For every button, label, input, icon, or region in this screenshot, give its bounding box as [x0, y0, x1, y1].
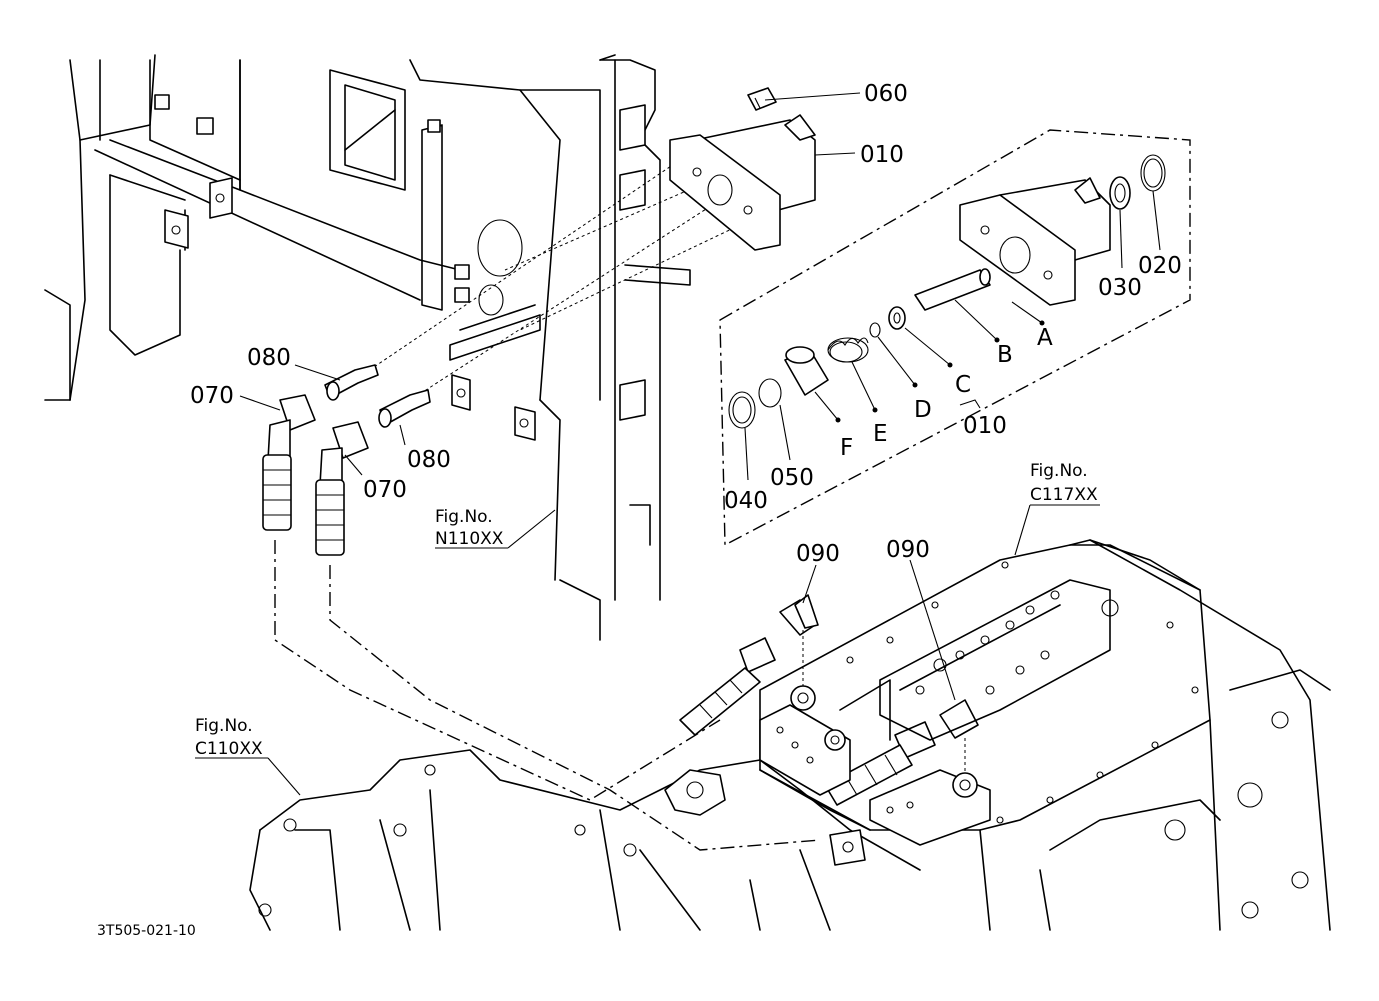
reference-leaders [195, 504, 1100, 796]
hose-070-left [262, 394, 316, 531]
cab-frame-structure [44, 54, 691, 641]
adapter-080-left [324, 364, 379, 401]
ring-030 [1109, 176, 1131, 210]
o-ring-050 [758, 378, 782, 408]
exploded-leaders [744, 92, 1161, 481]
fig-ref-n110-code: N110XX [435, 529, 504, 549]
part-label-020: 020 [1138, 253, 1182, 279]
fig-ref-c117-label: Fig.No. [1030, 461, 1088, 481]
part-label-050: 050 [770, 465, 814, 491]
exploded-view-box [719, 129, 1191, 547]
part-label-D: D [914, 397, 932, 423]
valve-010-assembled [669, 87, 816, 251]
part-label-070-right: 070 [363, 477, 407, 503]
part-label-080-right: 080 [407, 447, 451, 473]
part-label-060: 060 [864, 81, 908, 107]
spool-B [914, 268, 991, 311]
part-label-090-right: 090 [886, 537, 930, 563]
part-label-040: 040 [724, 488, 768, 514]
hose-070-right [315, 421, 369, 556]
fitting-090-right [824, 699, 979, 806]
spring-E [827, 337, 869, 363]
washer-C [888, 306, 906, 330]
snap-ring-040 [728, 391, 756, 429]
part-label-090-left: 090 [796, 541, 840, 567]
snap-ring-020 [1140, 154, 1166, 192]
adapter-080-right [378, 389, 431, 428]
part-label-A: A [1037, 325, 1053, 351]
fig-ref-c110-code: C110XX [195, 739, 263, 759]
part-label-E: E [873, 421, 888, 447]
hose-routing-lines [274, 540, 821, 851]
part-label-030: 030 [1098, 275, 1142, 301]
part-label-B: B [997, 342, 1013, 368]
part-label-C: C [955, 372, 971, 398]
leaders-090 [802, 559, 966, 773]
part-label-070-left: 070 [190, 383, 234, 409]
part-label-010-assembled: 010 [860, 142, 904, 168]
cap-F [784, 346, 829, 396]
ring-D [869, 322, 881, 338]
transmission-housing [249, 539, 1331, 931]
part-label-010-exploded: 010 [963, 413, 1007, 439]
fig-ref-n110-label: Fig.No. [435, 507, 493, 527]
fitting-090-left [679, 594, 819, 736]
valve-body-A [959, 177, 1111, 306]
drawing-code: 3T505-021-10 [97, 923, 196, 939]
fig-ref-c117-code: C117XX [1030, 485, 1098, 505]
fig-ref-c110-label: Fig.No. [195, 716, 253, 736]
part-label-080-left: 080 [247, 345, 291, 371]
part-label-F: F [840, 435, 853, 461]
projection-lines [339, 159, 741, 411]
